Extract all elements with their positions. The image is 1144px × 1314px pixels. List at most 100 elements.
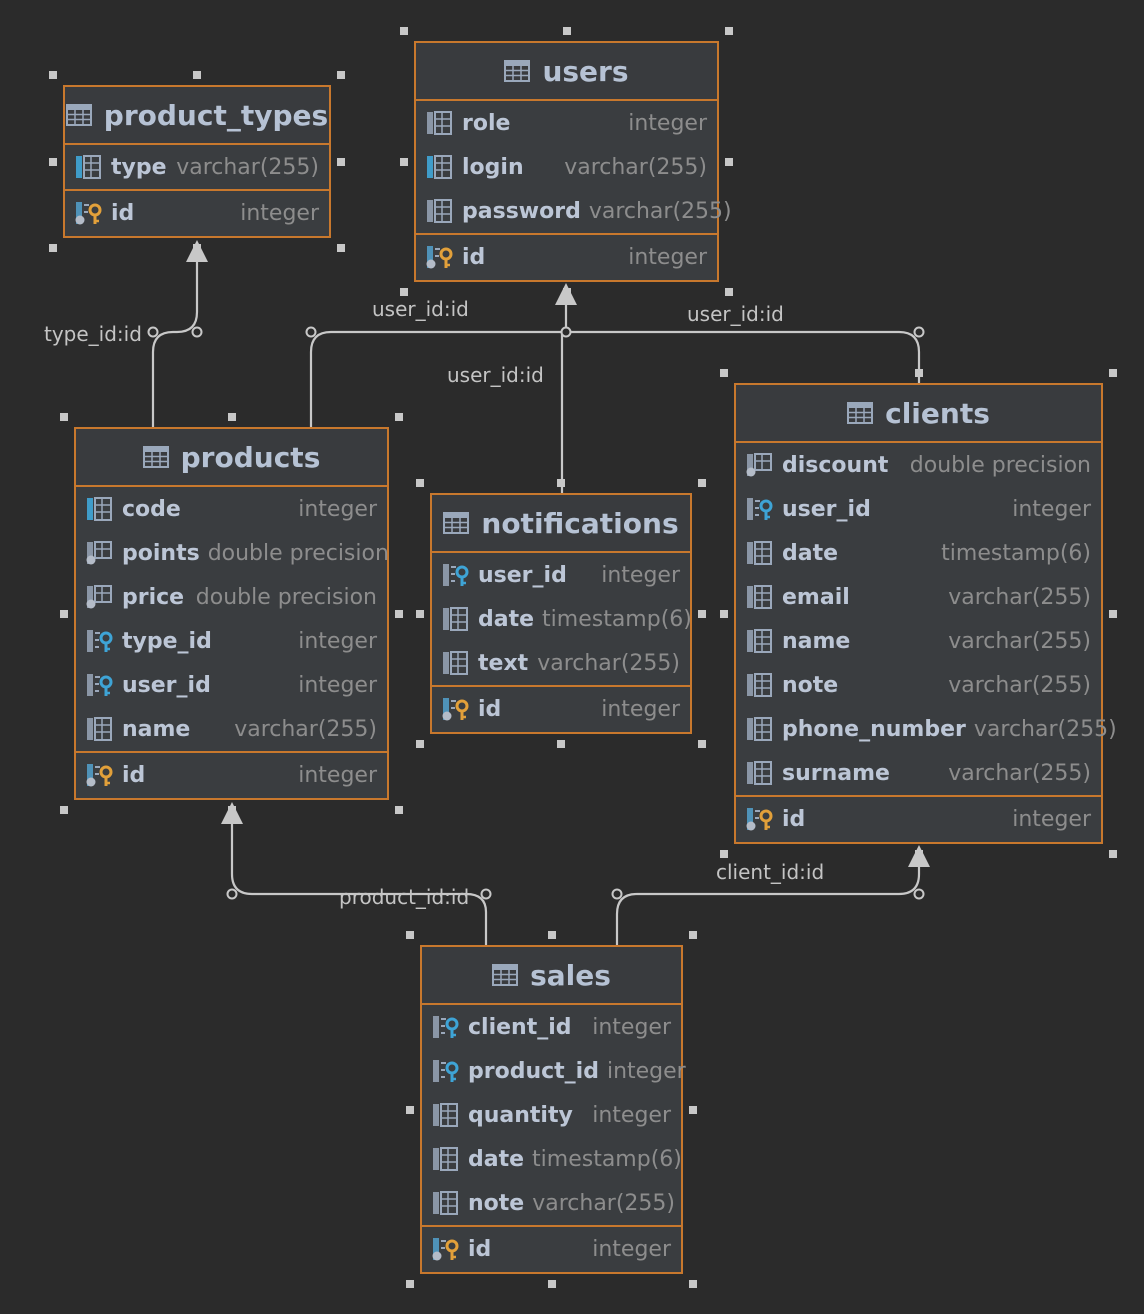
resize-handle[interactable] (1109, 850, 1117, 858)
resize-handle[interactable] (725, 288, 733, 296)
resize-handle[interactable] (915, 369, 923, 377)
column-name: points (122, 540, 200, 566)
resize-handle[interactable] (563, 27, 571, 35)
resize-handle[interactable] (49, 71, 57, 79)
resize-handle[interactable] (60, 610, 68, 618)
resize-handle[interactable] (400, 158, 408, 166)
column-name: id (122, 762, 146, 788)
resize-handle[interactable] (1109, 369, 1117, 377)
table-header[interactable]: clients (736, 385, 1101, 443)
resize-handle[interactable] (49, 158, 57, 166)
resize-handle[interactable] (720, 850, 728, 858)
column-icon (427, 111, 452, 135)
resize-handle[interactable] (193, 71, 201, 79)
resize-handle[interactable] (337, 244, 345, 252)
resize-handle[interactable] (49, 244, 57, 252)
resize-handle[interactable] (406, 1280, 414, 1288)
column-icon (86, 585, 112, 609)
resize-handle[interactable] (698, 610, 706, 618)
resize-handle[interactable] (1109, 610, 1117, 618)
resize-handle[interactable] (698, 479, 706, 487)
resize-handle[interactable] (689, 931, 697, 939)
resize-handle[interactable] (557, 740, 565, 748)
resize-handle[interactable] (416, 479, 424, 487)
resize-handle[interactable] (416, 610, 424, 618)
resize-handle[interactable] (228, 413, 236, 421)
column-name: note (782, 672, 839, 698)
resize-handle[interactable] (725, 158, 733, 166)
resize-handle[interactable] (406, 931, 414, 939)
resize-handle[interactable] (228, 806, 236, 814)
resize-handle[interactable] (193, 244, 201, 252)
resize-handle[interactable] (337, 158, 345, 166)
table-header[interactable]: product_types (65, 87, 329, 145)
resize-handle[interactable] (548, 931, 556, 939)
resize-handle[interactable] (60, 413, 68, 421)
resize-handle[interactable] (548, 1280, 556, 1288)
resize-handle[interactable] (563, 288, 571, 296)
table-header[interactable]: users (416, 43, 717, 101)
resize-handle[interactable] (720, 610, 728, 618)
resize-handle[interactable] (395, 413, 403, 421)
link-clients-users (566, 330, 921, 383)
table-header[interactable]: products (76, 429, 387, 487)
resize-handle[interactable] (395, 806, 403, 814)
table-header[interactable]: notifications (432, 495, 690, 553)
resize-handle[interactable] (416, 740, 424, 748)
resize-handle[interactable] (725, 27, 733, 35)
resize-handle[interactable] (400, 27, 408, 35)
resize-handle[interactable] (400, 288, 408, 296)
resize-handle[interactable] (395, 610, 403, 618)
resize-handle[interactable] (698, 740, 706, 748)
resize-handle[interactable] (689, 1280, 697, 1288)
column-name: date (468, 1146, 525, 1172)
table-header[interactable]: sales (422, 947, 681, 1005)
resize-handle[interactable] (915, 850, 923, 858)
resize-handle[interactable] (689, 1106, 697, 1114)
resize-handle[interactable] (720, 369, 728, 377)
resize-handle[interactable] (337, 71, 345, 79)
table-title: products (180, 440, 321, 474)
resize-handle[interactable] (406, 1106, 414, 1114)
resize-handle[interactable] (557, 479, 565, 487)
resize-handle[interactable] (60, 806, 68, 814)
